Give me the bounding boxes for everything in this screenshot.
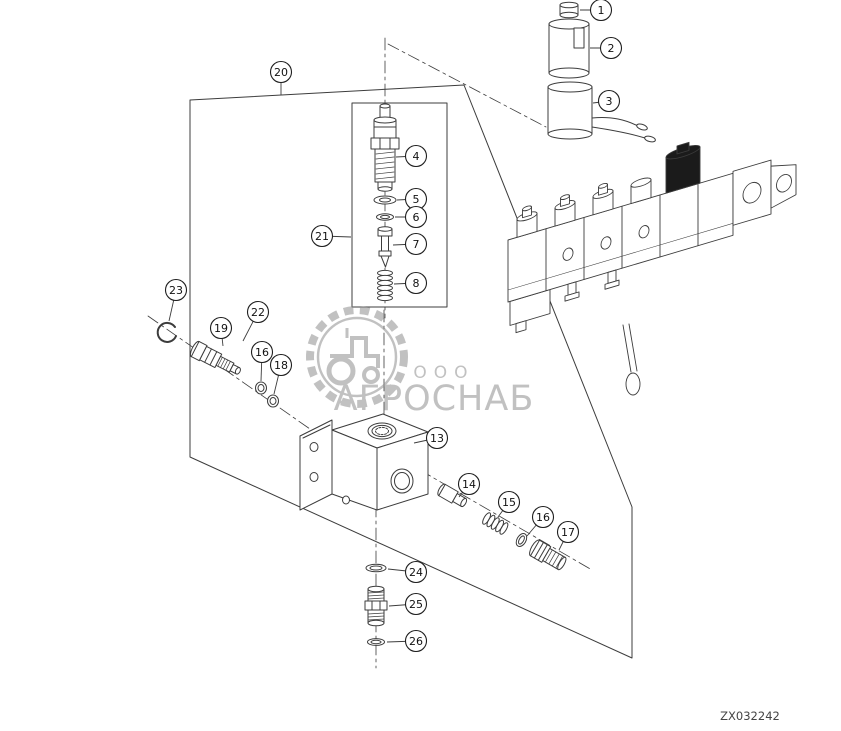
callout-24: 24 (387, 560, 428, 584)
svg-text:6: 6 (413, 211, 420, 224)
svg-text:2: 2 (608, 42, 615, 55)
callout-25: 25 (388, 592, 428, 616)
spring-part-8 (377, 269, 393, 302)
adapter-fitting-part-25 (364, 585, 388, 627)
callout-22: 22 (242, 300, 270, 342)
svg-text:1: 1 (598, 4, 605, 17)
spring-part-15 (482, 512, 509, 535)
svg-text:14: 14 (462, 478, 476, 491)
tractor-gear-icon (306, 306, 408, 408)
washer-part-5 (373, 195, 397, 205)
svg-text:22: 22 (251, 306, 265, 319)
o-ring-part-16-right (515, 533, 528, 547)
svg-text:25: 25 (409, 598, 423, 611)
callout-1: 1 (580, 0, 613, 22)
svg-text:23: 23 (169, 284, 183, 297)
svg-text:4: 4 (413, 150, 420, 163)
callout-15: 15 (497, 490, 521, 518)
solenoid-body-part-2 (548, 18, 590, 79)
svg-text:5: 5 (413, 193, 420, 206)
assembly-solenoid-dark (665, 141, 701, 194)
spool-part-7 (377, 226, 393, 268)
svg-text:18: 18 (274, 359, 288, 372)
callout-7: 7 (392, 232, 428, 256)
svg-text:3: 3 (606, 95, 613, 108)
plug-part-17 (529, 539, 567, 571)
plug-part-14 (437, 483, 468, 508)
svg-text:17: 17 (561, 526, 575, 539)
callout-26: 26 (386, 629, 428, 653)
valve-bank-assembly (507, 141, 797, 396)
watermark: ООО АГРОСНАБ (306, 306, 535, 419)
svg-text:15: 15 (502, 496, 516, 509)
snap-ring-part-23 (156, 321, 177, 343)
callout-4: 4 (395, 144, 428, 168)
callout-16: 16 (250, 340, 274, 382)
callout-14: 14 (457, 472, 481, 498)
svg-text:16: 16 (255, 346, 269, 359)
solenoid-coil-part-3 (547, 81, 656, 143)
callout-5: 5 (396, 187, 428, 211)
svg-text:24: 24 (409, 566, 423, 579)
o-ring-part-18 (267, 394, 279, 408)
callout-17: 17 (556, 520, 580, 551)
cartridge-detail-box-21 (351, 102, 448, 308)
callout-20: 20 (269, 60, 293, 95)
svg-text:19: 19 (214, 322, 228, 335)
callout-8: 8 (393, 271, 428, 295)
callout-18: 18 (269, 353, 293, 395)
callout-21: 21 (310, 224, 352, 248)
cartridge-valve-part-4 (370, 103, 400, 192)
watermark-company-type: ООО (413, 363, 474, 383)
svg-text:21: 21 (315, 230, 329, 243)
callout-3: 3 (592, 89, 621, 113)
svg-text:16: 16 (536, 511, 550, 524)
boundary-panel-20 (189, 84, 633, 659)
svg-text:20: 20 (274, 66, 288, 79)
svg-text:8: 8 (413, 277, 420, 290)
callout-16: 16 (526, 505, 555, 537)
callout-13: 13 (413, 426, 449, 450)
valve-block-part-13 (299, 413, 429, 511)
fitting-part-19-22 (189, 340, 241, 375)
callout-6: 6 (395, 205, 428, 229)
solenoid-nut-part-1 (559, 1, 579, 19)
svg-text:26: 26 (409, 635, 423, 648)
svg-text:7: 7 (413, 238, 420, 251)
o-ring-part-26 (367, 638, 385, 646)
callout-2: 2 (590, 36, 623, 60)
svg-text:13: 13 (430, 432, 444, 445)
o-ring-part-6 (376, 213, 394, 221)
watermark-company-name: АГРОСНАБ (334, 379, 535, 419)
callout-19: 19 (209, 316, 233, 347)
o-ring-part-24 (365, 563, 387, 573)
o-ring-part-16-left (255, 381, 267, 395)
drawing-number: ZX032242 (720, 709, 780, 723)
callout-23: 23 (164, 278, 188, 322)
